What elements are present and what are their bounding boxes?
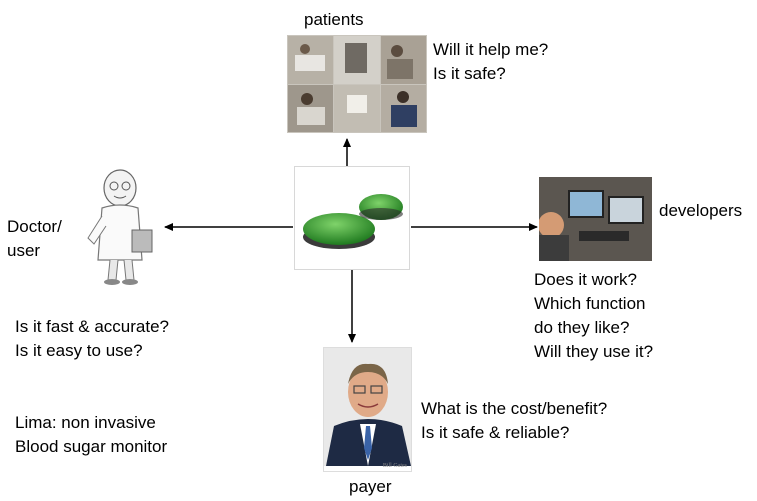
developers-question: Will they use it?	[534, 342, 654, 361]
doctor-question: Is it fast & accurate?	[15, 317, 170, 336]
patients-question: Is it safe?	[433, 64, 506, 83]
device-photo	[294, 166, 410, 270]
doctor-cartoon	[82, 168, 162, 288]
doctor-question: Is it easy to use?	[15, 341, 143, 360]
developers-photo	[539, 177, 652, 261]
payer-question: Is it safe & reliable?	[421, 423, 570, 442]
doctor-label-line: user	[7, 241, 41, 260]
payer-photo-caption: Bill Gates	[382, 463, 407, 469]
payer-questions: What is the cost/benefit? Is it safe & r…	[421, 397, 607, 445]
payer-label: payer	[349, 477, 392, 496]
developers-questions: Does it work? Which function do they lik…	[534, 268, 653, 364]
patients-photo-collage	[287, 35, 427, 133]
device-caption: Lima: non invasive Blood sugar monitor	[15, 411, 167, 459]
payer-question: What is the cost/benefit?	[421, 399, 608, 418]
patients-label: patients	[304, 10, 364, 29]
doctor-label: Doctor/ user	[7, 215, 62, 263]
developers-question: do they like?	[534, 318, 630, 337]
developers-question: Does it work?	[534, 270, 637, 289]
developers-label: developers	[659, 201, 743, 220]
payer-photo: Bill Gates	[323, 347, 412, 472]
developers-question: Which function	[534, 294, 646, 313]
patients-questions: Will it help me? Is it safe?	[433, 38, 548, 86]
device-caption-line: Lima: non invasive	[15, 413, 156, 432]
patients-question: Will it help me?	[433, 40, 549, 59]
doctor-questions: Is it fast & accurate? Is it easy to use…	[15, 315, 169, 363]
device-caption-line: Blood sugar monitor	[15, 437, 168, 456]
doctor-label-line: Doctor/	[7, 217, 62, 236]
